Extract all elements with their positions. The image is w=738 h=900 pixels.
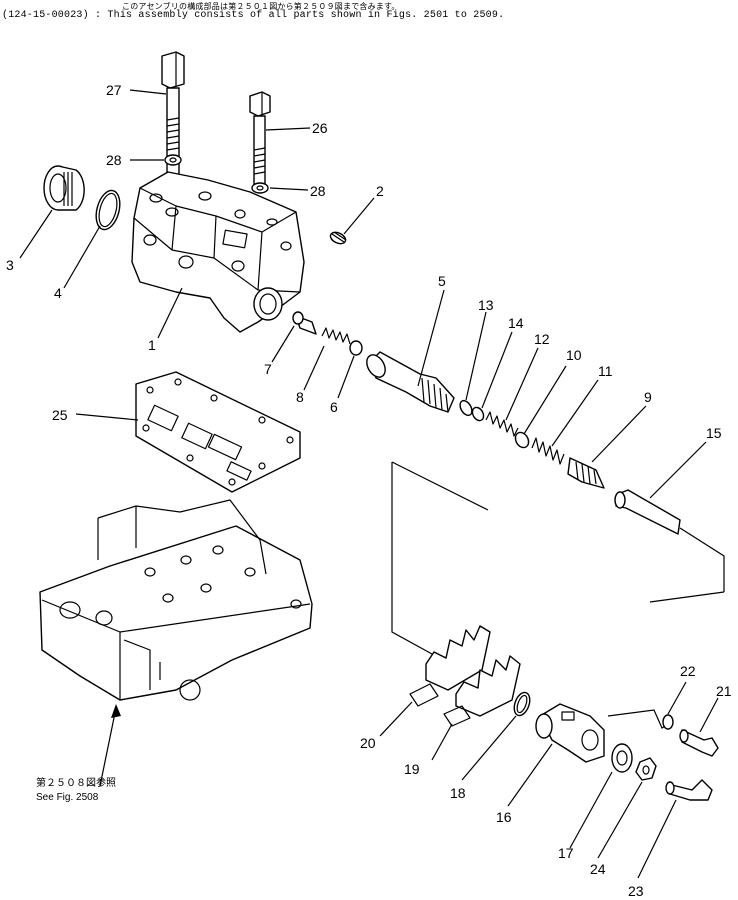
part-18-o-ring [513, 691, 531, 717]
part-23-lever [665, 779, 713, 801]
callout-numbers: 27 26 28 28 2 3 4 1 7 8 6 5 13 14 12 10 … [6, 82, 732, 899]
part-22-washer [662, 714, 674, 730]
part-21-bolt [679, 729, 719, 757]
callout-17: 17 [558, 845, 574, 861]
part-14-ring [471, 406, 485, 422]
part-6-stopper [349, 340, 363, 356]
part-2-small-plug [329, 231, 347, 245]
callout-19: 19 [404, 761, 420, 777]
part-13-seat [459, 399, 473, 417]
part-8-spring [321, 327, 351, 345]
part-24-nut [635, 757, 657, 781]
callout-23: 23 [628, 883, 644, 899]
part-15-pin [614, 489, 681, 535]
part-11-spring [531, 437, 565, 465]
reference-arrow [99, 707, 117, 787]
part-25-gasket [135, 371, 301, 493]
callout-18: 18 [450, 785, 466, 801]
leader-lines [19, 89, 719, 879]
part-19-fork [443, 655, 521, 727]
part-16-flange [535, 703, 605, 763]
part-26-bolt [249, 91, 271, 191]
part-4-o-ring [95, 189, 121, 231]
callout-13: 13 [478, 297, 494, 313]
part-28-washers [164, 154, 269, 194]
reference-note-japanese: 第２５０８図参照 [36, 776, 116, 789]
callout-21: 21 [716, 683, 732, 699]
callout-7: 7 [264, 361, 272, 377]
header-japanese-note: このアセンブリの構成部品は第２５０１図から第２５０９図まで含みます。 [122, 2, 400, 11]
part-9-sleeve [567, 457, 605, 489]
callout-6: 6 [330, 399, 338, 415]
callout-4: 4 [54, 285, 62, 301]
callout-15: 15 [706, 425, 722, 441]
callout-25: 25 [52, 407, 68, 423]
part-5-spool [366, 351, 455, 413]
reference-note-english: See Fig. 2508 [36, 792, 99, 803]
callout-5: 5 [438, 273, 446, 289]
callout-20: 20 [360, 735, 376, 751]
callout-10: 10 [566, 347, 582, 363]
callout-14: 14 [508, 315, 524, 331]
callout-27: 27 [106, 82, 122, 98]
callout-24: 24 [590, 861, 606, 877]
part-17-bushing [611, 743, 633, 773]
part-3-plug [43, 165, 85, 211]
reference-arrowhead [111, 704, 121, 718]
header-english-note: (124-15-00023) : This assembly consists … [2, 10, 505, 21]
callout-11: 11 [598, 363, 613, 379]
part-10-retainer [514, 431, 530, 449]
callout-2: 2 [376, 183, 384, 199]
assembly-reference-lines [391, 461, 725, 729]
part-1-valve-body [131, 171, 305, 333]
part-7-piston [292, 311, 317, 335]
callout-16: 16 [496, 809, 512, 825]
part-12-spring [485, 411, 519, 437]
part-27-bolt [161, 51, 185, 177]
callout-1: 1 [148, 337, 156, 353]
callout-28-left: 28 [106, 152, 122, 168]
callout-22: 22 [680, 663, 696, 679]
callout-3: 3 [6, 257, 14, 273]
callout-26: 26 [312, 120, 328, 136]
callout-28-right: 28 [310, 183, 326, 199]
callout-9: 9 [644, 389, 652, 405]
lower-housing-reference-fig-2508 [39, 499, 313, 701]
callout-8: 8 [296, 389, 304, 405]
callout-12: 12 [534, 331, 550, 347]
part-20-fork [409, 625, 491, 707]
